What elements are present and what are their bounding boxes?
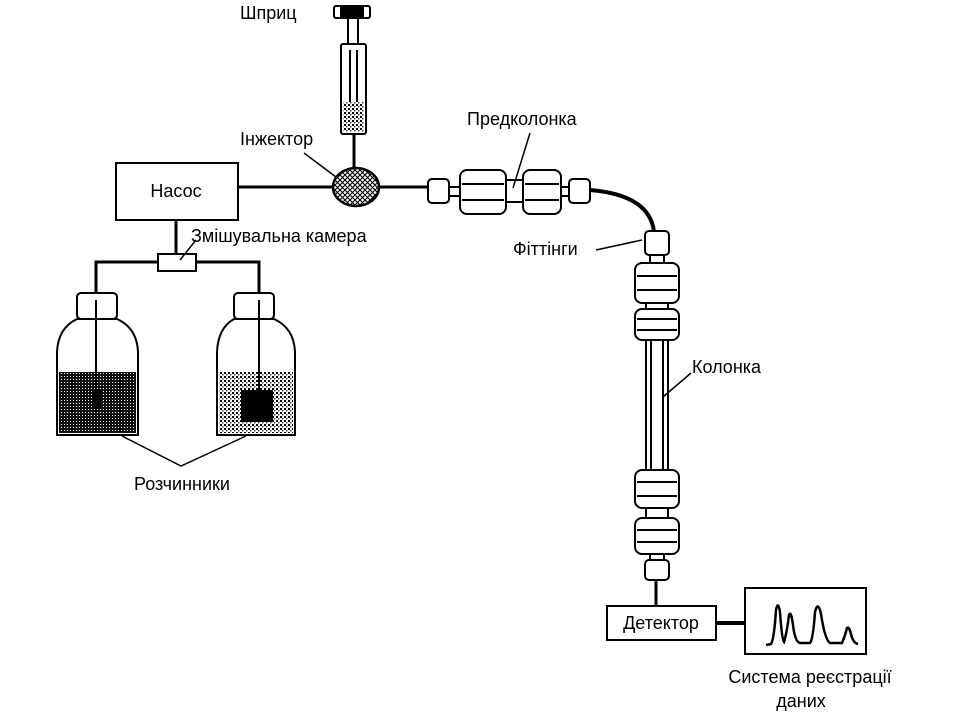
syringe [333,5,371,135]
detector [606,605,717,641]
solvent-bottle-left [56,292,139,436]
pump-label: Насос [150,181,201,201]
column [634,230,680,581]
data-system-label-line2: даних [776,691,826,711]
data-system-label-line1: Система реєстрації [728,667,891,687]
fittings-leader [595,239,643,251]
detector-label: Детектор [623,613,699,633]
mixer-to-right-bottle-tube [196,260,261,293]
pump [115,162,239,221]
precolumn-leader [512,132,531,189]
solvents-label: Розчинники [134,474,230,494]
injector-leader [303,152,337,178]
tubing [94,133,745,625]
column-leader [662,372,692,398]
precolumn [427,169,591,215]
precolumn-to-column-tube [589,188,656,233]
injector-label: Інжектор [240,129,313,149]
chromatogram-trace [765,604,859,647]
fittings-label: Фіттінги [513,239,578,259]
solvents-leader [121,435,247,467]
mixing-chamber-label: Змішувальна камера [191,226,368,246]
column-label: Колонка [692,357,762,377]
injector [331,166,381,208]
syringe-label: Шприц [240,3,297,23]
solvent-bottle-right [216,292,296,436]
mixing-chamber-leader [179,239,197,261]
mixer-to-left-bottle-tube [94,260,158,293]
precolumn-label: Предколонка [467,109,578,129]
mixing-chamber [157,253,197,272]
